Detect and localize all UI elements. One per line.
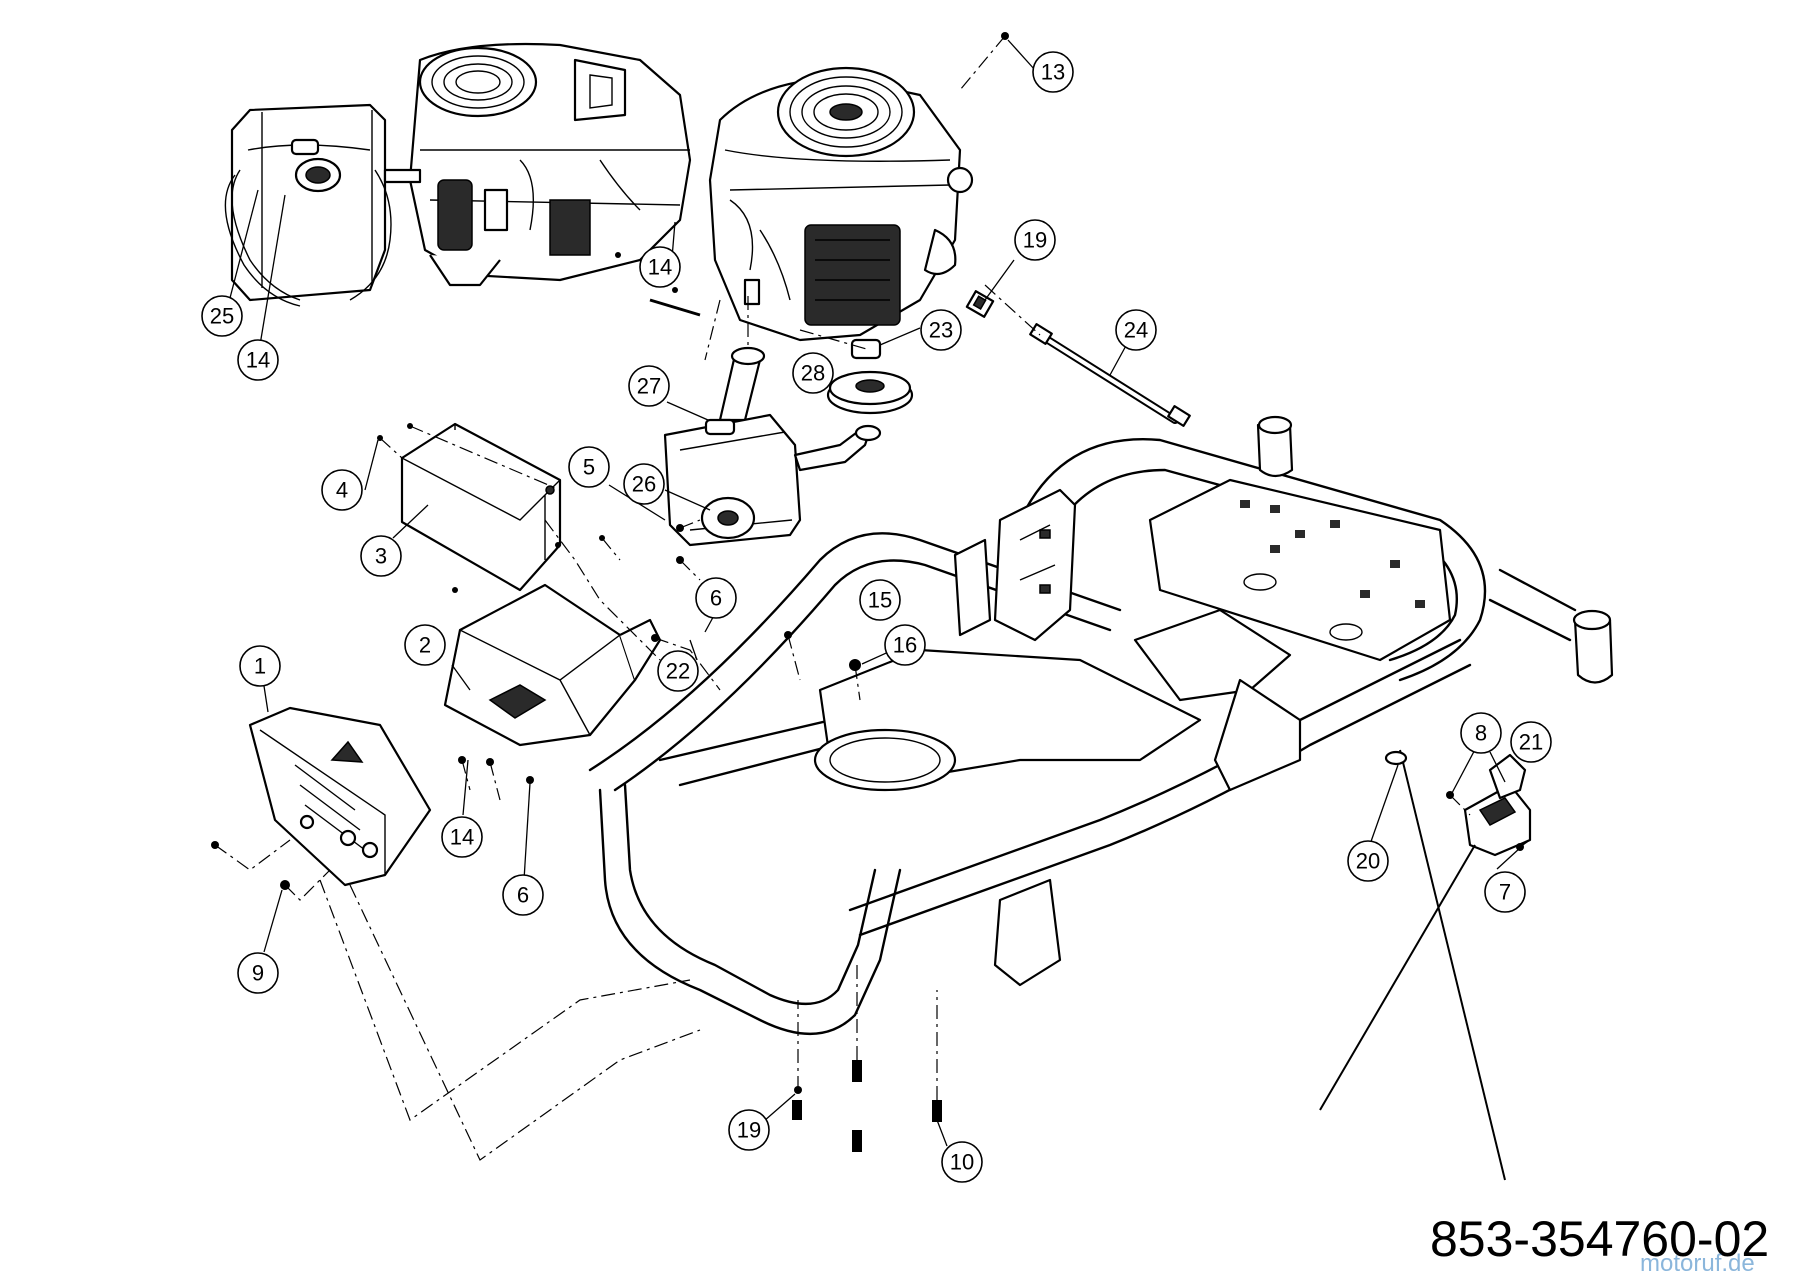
callout-label: 2 (419, 633, 431, 658)
callout-26: 26 (623, 463, 665, 505)
callout-5: 5 (568, 446, 610, 488)
callouts: 13 14 25 14 19 23 24 28 27 26 5 4 3 2 6 … (201, 51, 1552, 1183)
callout-label: 14 (246, 348, 270, 373)
callout-label: 25 (210, 304, 234, 329)
watermark-logo: motoruf.de (1640, 1250, 1755, 1277)
callout-label: 5 (583, 455, 595, 480)
callout-6-lower: 6 (502, 874, 544, 916)
callout-28: 28 (792, 352, 834, 394)
callout-label: 3 (375, 544, 387, 569)
callout-label: 19 (737, 1118, 761, 1143)
callout-label: 6 (517, 883, 529, 908)
callout-9: 9 (237, 952, 279, 994)
main-frame (588, 415, 1614, 1036)
callout-14-upper: 15 (859, 579, 901, 621)
callout-label: 28 (801, 361, 825, 386)
callout-label: 14 (450, 825, 474, 850)
callout-label: 23 (929, 318, 953, 343)
callout-15: 16 (884, 624, 926, 666)
callout-label: 9 (252, 961, 264, 986)
callout-label: 26 (632, 472, 656, 497)
callout-label: 13 (1041, 60, 1065, 85)
callout-label: 7 (1499, 880, 1511, 905)
callout-4: 4 (321, 469, 363, 511)
diagram-number: 853-354760-02 (1430, 1211, 1770, 1267)
drive-rod (1029, 323, 1191, 427)
callout-2: 2 (404, 624, 446, 666)
callout-21: 21 (1510, 721, 1552, 763)
callout-22: 22 (657, 650, 699, 692)
callout-label: 14 (648, 255, 672, 280)
muffler (663, 346, 882, 547)
callout-label: 19 (1023, 228, 1047, 253)
callout-25: 25 (201, 295, 243, 337)
throttle-control (1319, 749, 1532, 1181)
callout-8: 8 (1460, 712, 1502, 754)
callout-27: 27 (628, 365, 670, 407)
callout-label: 24 (1124, 318, 1148, 343)
engine-rear-view (383, 42, 692, 287)
callout-24: 24 (1115, 309, 1157, 351)
fuel-tank (224, 103, 392, 307)
callout-label: 20 (1356, 849, 1380, 874)
alignment-lines (214, 35, 1531, 1161)
callout-11: 13 (1032, 51, 1074, 93)
callout-23: 23 (920, 309, 962, 351)
callout-1: 1 (239, 645, 281, 687)
callout-14-lower: 14 (441, 816, 483, 858)
callout-label: 8 (1475, 721, 1487, 746)
callout-12: 14 (639, 246, 681, 288)
callout-label: 15 (868, 588, 892, 613)
callout-6-upper: 6 (695, 577, 737, 619)
callout-label: 1 (254, 654, 266, 679)
support-bracket (443, 583, 662, 747)
callout-16: 19 (728, 1109, 770, 1151)
callout-10: 10 (941, 1141, 983, 1183)
engine-front-view (708, 66, 974, 342)
callout-label: 4 (336, 478, 348, 503)
callout-7: 7 (1484, 871, 1526, 913)
callout-label: 27 (637, 374, 661, 399)
step-plate (248, 706, 432, 887)
callout-label: 10 (950, 1150, 974, 1175)
callout-label: 6 (710, 586, 722, 611)
callout-3: 3 (360, 535, 402, 577)
callout-label: 16 (893, 633, 917, 658)
callout-label: 21 (1519, 730, 1543, 755)
callout-19: 19 (1014, 219, 1056, 261)
pulley (826, 338, 914, 415)
callout-13: 14 (237, 339, 279, 381)
callout-label: 22 (666, 659, 690, 684)
callout-20: 20 (1347, 840, 1389, 882)
